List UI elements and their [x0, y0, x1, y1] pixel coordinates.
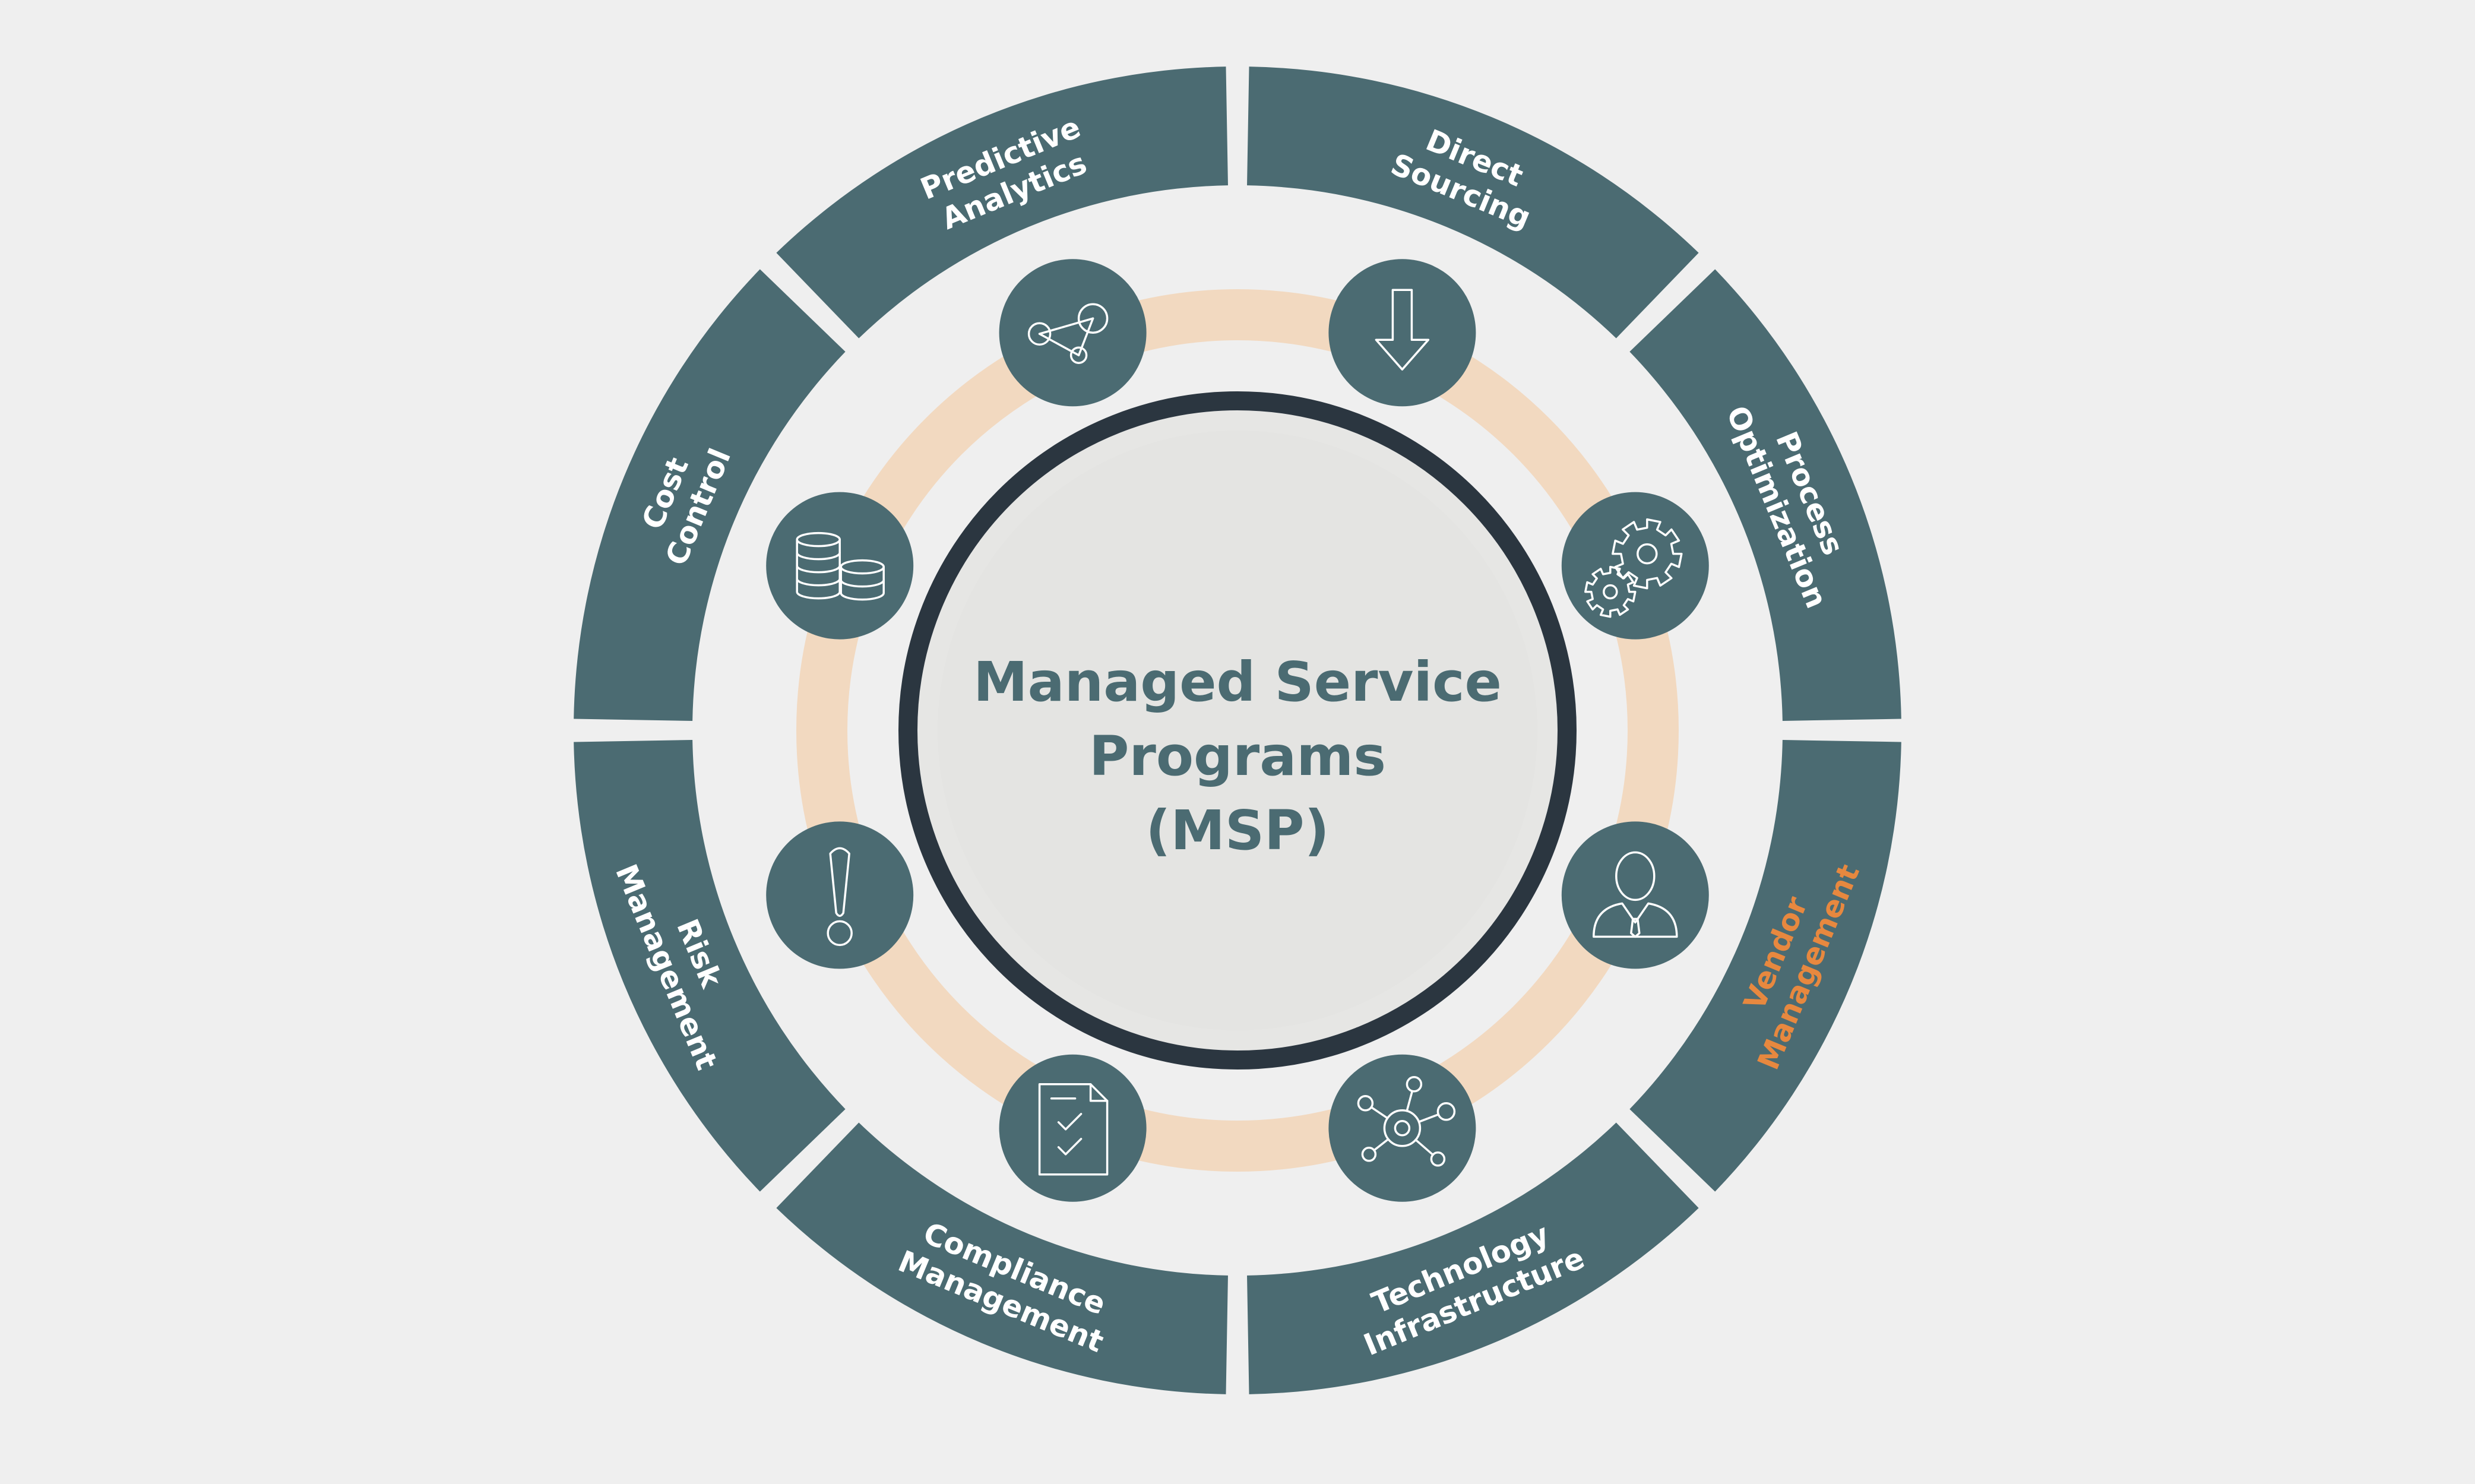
node-circle	[1561, 821, 1709, 969]
node-circle	[1328, 1054, 1476, 1202]
checklist-document-icon	[1038, 1083, 1109, 1176]
node-predictive-analytics	[999, 259, 1147, 407]
segment-compliance-management	[776, 1122, 1228, 1394]
segment-predictive-analytics	[776, 67, 1228, 338]
person-icon	[1593, 851, 1678, 938]
coin-stacks-icon	[796, 531, 885, 601]
inner-connector-ring	[796, 289, 1679, 1172]
network-nodes-icon	[1027, 303, 1109, 364]
gears-icon	[1584, 518, 1683, 618]
node-process-optimization	[1561, 492, 1709, 640]
node-vendor-management	[1561, 821, 1709, 969]
node-circle	[1561, 492, 1709, 640]
center-title-line-3: (MSP)	[1145, 799, 1329, 862]
center-title-line-1: Managed Service	[973, 650, 1502, 714]
node-circle	[766, 821, 914, 969]
node-cost-control	[766, 492, 914, 640]
segment-vendor-management	[1629, 740, 1901, 1192]
node-circle	[999, 1054, 1147, 1202]
down-arrow-icon	[1375, 289, 1430, 371]
node-direct-sourcing	[1328, 259, 1476, 407]
node-circle	[1328, 259, 1476, 407]
node-circle	[999, 259, 1147, 407]
segment-process-optimization	[1629, 269, 1901, 721]
center-title-line-2: Programs	[1089, 724, 1386, 788]
node-risk-management	[766, 821, 914, 969]
center-hub-inner	[938, 431, 1537, 1030]
icon-nodes	[766, 259, 1709, 1202]
hub-network-icon	[1357, 1076, 1456, 1167]
node-compliance-management	[999, 1054, 1147, 1202]
segment-risk-management	[574, 740, 846, 1192]
segment-cost-control	[574, 269, 846, 721]
node-technology-infrastructure	[1328, 1054, 1476, 1202]
exclamation-icon	[827, 847, 853, 947]
segment-technology-infrastructure	[1247, 1122, 1699, 1394]
segment-direct-sourcing	[1247, 67, 1699, 338]
